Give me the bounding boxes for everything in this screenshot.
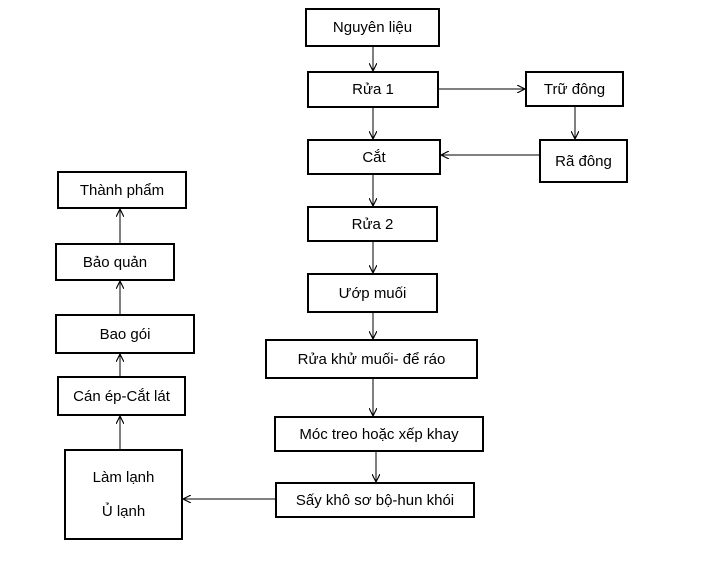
node-rua-1: Rửa 1 [307, 71, 439, 108]
node-bao-goi: Bao gói [55, 314, 195, 354]
node-can-ep: Cán ép-Cắt lát [57, 376, 186, 416]
node-moc-treo: Móc treo hoặc xếp khay [274, 416, 484, 452]
node-thanh-pham: Thành phẩm [57, 171, 187, 209]
node-lam-lanh: Làm lạnh Ủ lạnh [64, 449, 183, 540]
node-nguyen-lieu: Nguyên liệu [305, 8, 440, 47]
node-cat: Cắt [307, 139, 441, 175]
node-tru-dong: Trữ đông [525, 71, 624, 107]
node-rua-khu-muoi: Rửa khử muối- để ráo [265, 339, 478, 379]
node-uop-muoi: Ướp muối [307, 273, 438, 313]
node-bao-quan: Bảo quản [55, 243, 175, 281]
node-ra-dong: Rã đông [539, 139, 628, 183]
node-lam-lanh-line1: Làm lạnh [92, 468, 155, 486]
node-lam-lanh-line2: Ủ lạnh [101, 503, 146, 521]
node-say-kho: Sấy khô sơ bộ-hun khói [275, 482, 475, 518]
node-rua-2: Rửa 2 [307, 206, 438, 242]
